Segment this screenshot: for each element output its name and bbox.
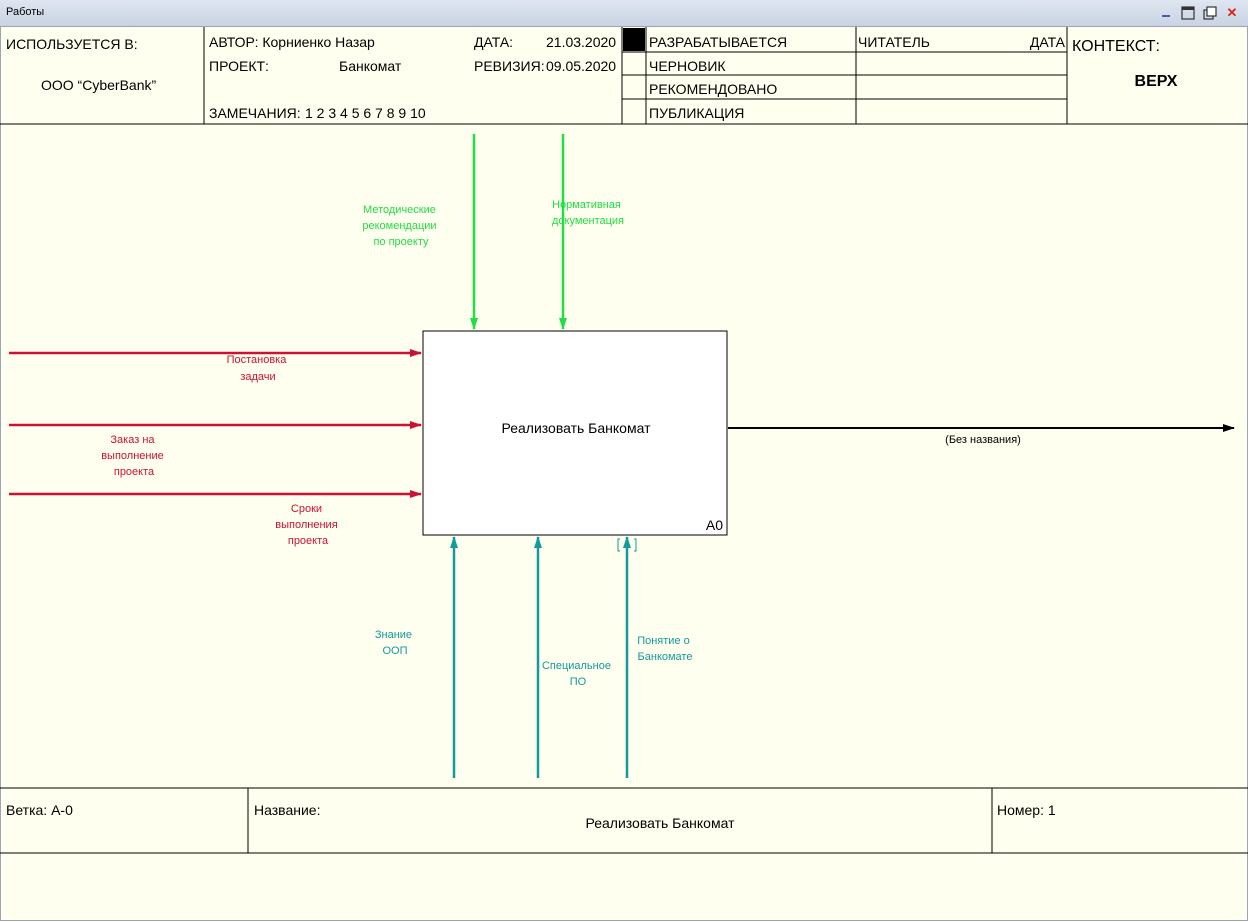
output-label: (Без названия) bbox=[945, 434, 1021, 446]
notes-value: 1 2 3 4 5 6 7 8 9 10 bbox=[305, 105, 426, 121]
author-label: АВТОР: Корниенко Назар bbox=[209, 34, 375, 50]
number-label: Номер: 1 bbox=[997, 802, 1056, 818]
input-label-1: Постановка задачи bbox=[227, 354, 290, 383]
notes-label: ЗАМЕЧАНИЯ: bbox=[209, 105, 301, 121]
status-selected-marker bbox=[623, 28, 645, 51]
status-developing: РАЗРАБАТЫВАЕТСЯ bbox=[649, 34, 787, 50]
activity-box-a0[interactable] bbox=[422, 330, 728, 536]
status-recommended: РЕКОМЕНДОВАНО bbox=[649, 81, 777, 97]
date-value: 21.03.2020 bbox=[546, 34, 616, 50]
control-label-1: Методические рекомендации по проекту bbox=[362, 204, 439, 248]
name-label: Название: bbox=[254, 802, 320, 818]
header-block bbox=[0, 27, 1248, 125]
reader-label: ЧИТАТЕЛЬ bbox=[858, 34, 930, 50]
tunnel-bracket-icon bbox=[617, 538, 637, 552]
control-label-2: Нормативная документация bbox=[552, 199, 624, 227]
input-label-3: Сроки выполнения проекта bbox=[275, 503, 340, 547]
used-in-value: ООО “CyberBank” bbox=[41, 77, 156, 93]
mechanism-label-3: Понятие о Банкомате bbox=[637, 635, 693, 663]
name-value: Реализовать Банкомат bbox=[586, 815, 736, 831]
restore-icon[interactable] bbox=[1202, 5, 1218, 21]
activity-number: A0 bbox=[706, 517, 723, 533]
footer-block bbox=[0, 787, 1248, 854]
input-label-2: Заказ на выполнение проекта bbox=[101, 434, 167, 478]
close-icon[interactable]: ✕ bbox=[1226, 5, 1238, 20]
date-label: ДАТА: bbox=[474, 34, 513, 50]
status-publication: ПУБЛИКАЦИЯ bbox=[649, 105, 744, 121]
revision-value: 09.05.2020 bbox=[546, 58, 616, 74]
window-title: Работы bbox=[6, 6, 45, 18]
project-label: ПРОЕКТ: bbox=[209, 58, 269, 74]
reader-date-label: ДАТА bbox=[1030, 34, 1066, 50]
context-label: КОНТЕКСТ: bbox=[1072, 38, 1160, 55]
window-titlebar: Работы ✕ bbox=[0, 0, 1248, 27]
branch-label: Ветка: А-0 bbox=[6, 802, 73, 818]
mechanism-label-1: Знание ООП bbox=[375, 629, 415, 657]
activity-name: Реализовать Банкомат bbox=[502, 420, 652, 436]
project-value: Банкомат bbox=[339, 58, 402, 74]
minimize-icon[interactable] bbox=[1158, 5, 1174, 21]
used-in-label: ИСПОЛЬЗУЕТСЯ В: bbox=[6, 36, 138, 52]
status-draft: ЧЕРНОВИК bbox=[649, 58, 726, 74]
context-value: ВЕРХ bbox=[1135, 73, 1178, 90]
revision-label: РЕВИЗИЯ: bbox=[474, 58, 545, 74]
maximize-icon[interactable] bbox=[1180, 5, 1196, 21]
mechanism-label-2: Специальное ПО bbox=[542, 660, 614, 688]
